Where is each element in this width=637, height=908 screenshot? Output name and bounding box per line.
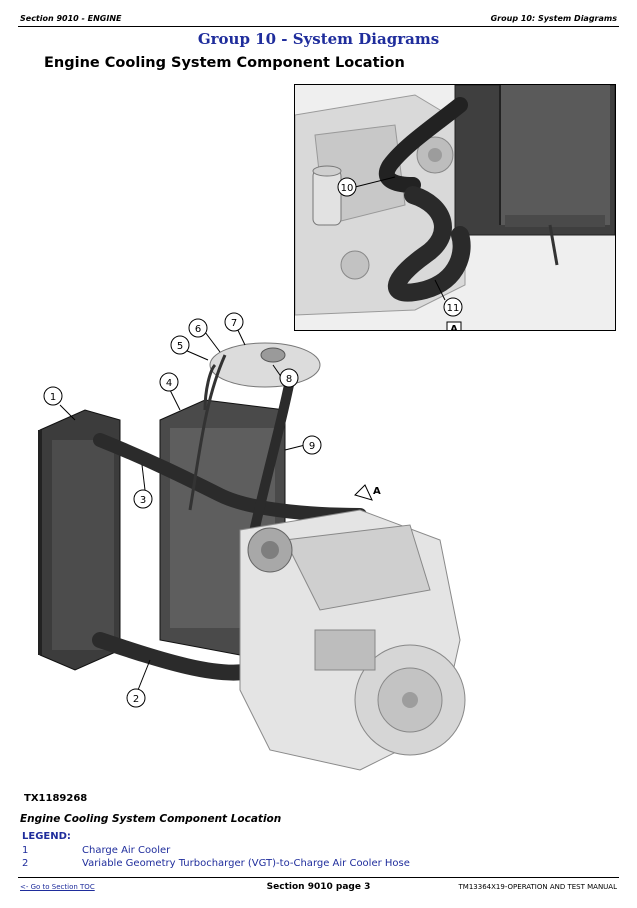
- legend-item: 2 Variable Geometry Turbocharger (VGT)-to…: [22, 858, 410, 869]
- page-footer: <- Go to Section TOC Section 9010 page 3…: [18, 877, 619, 896]
- legend-item: 1 Charge Air Cooler: [22, 845, 170, 856]
- callout-10: 10: [341, 183, 354, 194]
- view-arrow-a: A: [373, 486, 381, 497]
- legend-number: 2: [22, 858, 29, 869]
- callout-6: 6: [195, 324, 201, 335]
- callout-3: 3: [140, 495, 146, 506]
- callout-7: 7: [231, 318, 237, 329]
- figure-id: TX1189268: [24, 793, 88, 804]
- inset-detail-view: 10 11 A: [294, 84, 616, 331]
- callout-2: 2: [133, 694, 139, 705]
- legend-text: Variable Geometry Turbocharger (VGT)-to-…: [82, 858, 410, 869]
- page-header: Section 9010 - ENGINE Group 10: System D…: [18, 6, 619, 27]
- callout-5: 5: [177, 341, 183, 352]
- callout-1: 1: [50, 392, 56, 403]
- header-group: Group 10: System Diagrams: [490, 14, 617, 23]
- page-title: Engine Cooling System Component Location: [44, 55, 405, 71]
- toc-link[interactable]: <- Go to Section TOC: [20, 883, 95, 891]
- legend-text: Charge Air Cooler: [82, 845, 171, 856]
- legend-title: LEGEND:: [22, 831, 71, 842]
- legend-number: 1: [22, 845, 29, 856]
- callout-8: 8: [286, 374, 292, 385]
- page-number: Section 9010 page 3: [266, 882, 371, 892]
- cooling-system-diagram: 1 2 3 4 5 6 7 8 9 A: [30, 310, 490, 790]
- inset-illustration: 10 11 A: [295, 85, 615, 330]
- figure-caption: Engine Cooling System Component Location: [20, 813, 282, 825]
- main-illustration: 1 2 3 4 5 6 7 8 9 A: [38, 312, 466, 771]
- header-section: Section 9010 - ENGINE: [20, 14, 122, 23]
- manual-id: TM13364X19-OPERATION AND TEST MANUAL: [458, 883, 617, 891]
- group-title: Group 10 - System Diagrams: [197, 30, 440, 48]
- callout-11: 11: [447, 303, 460, 314]
- callout-9: 9: [309, 441, 315, 452]
- inset-view-label: A: [450, 324, 458, 330]
- callout-4: 4: [166, 378, 172, 389]
